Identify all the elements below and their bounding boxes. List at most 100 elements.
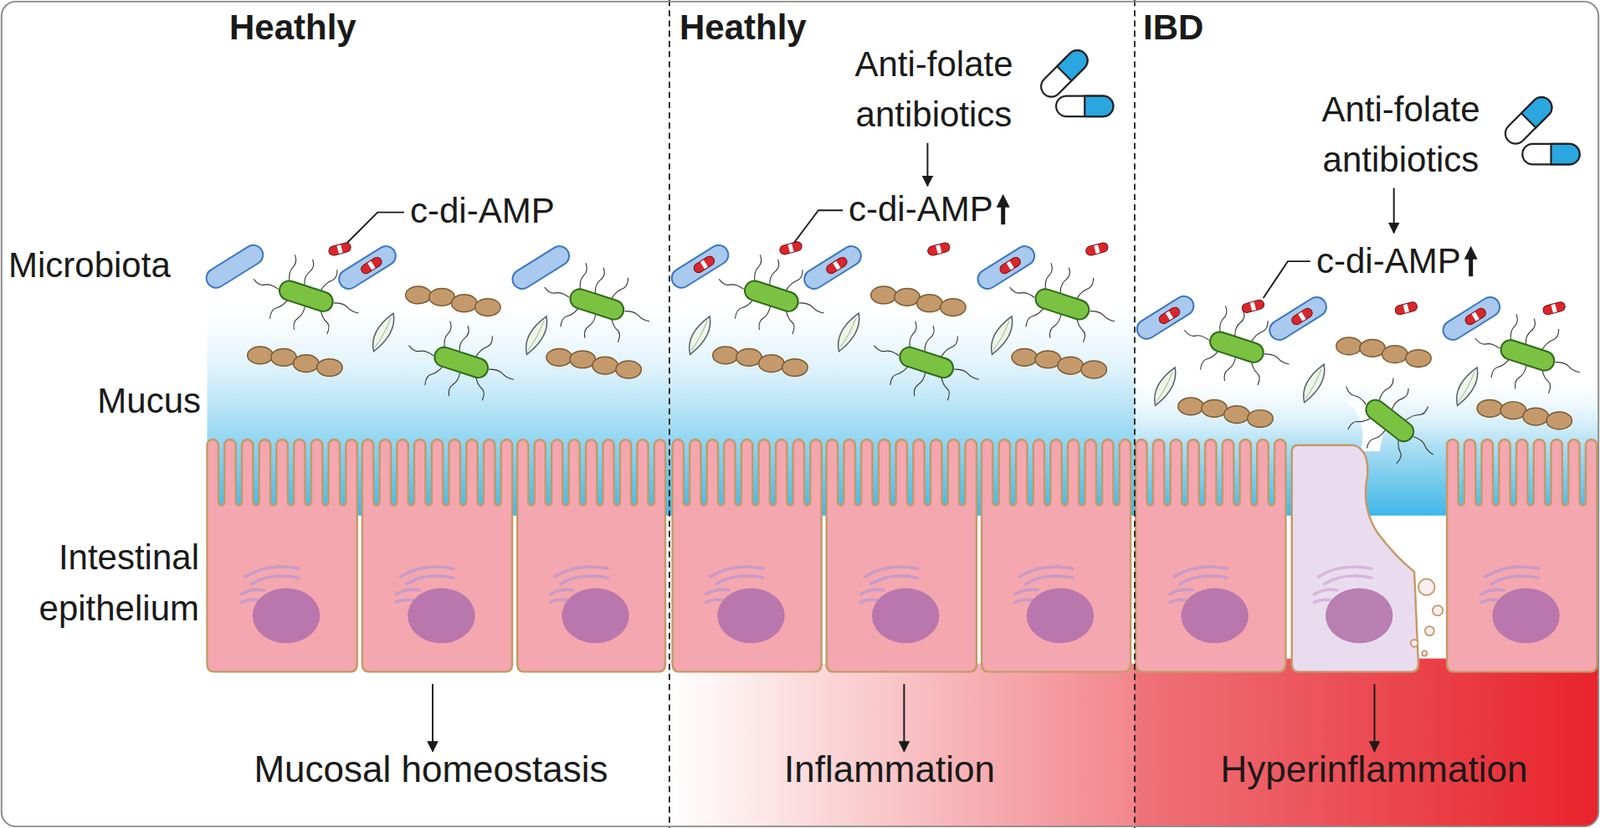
blue-bacterium: [1266, 293, 1330, 344]
leaf-bacterium: [683, 312, 717, 357]
layer-label: Intestinal epithelium: [0, 531, 200, 634]
flagellated-bacterium: [1324, 357, 1457, 483]
pill-icon: [1036, 46, 1093, 102]
svg-g: [202, 241, 1591, 483]
c-di-amp-molecule: [998, 255, 1023, 276]
panel-divider: [1133, 0, 1136, 828]
flagellated-bacterium: [1173, 295, 1301, 399]
leaf-bacterium: [985, 312, 1019, 357]
nucleus: [1492, 587, 1559, 643]
outcome-label: Inflammation: [784, 748, 995, 791]
cell-debris: [1418, 578, 1436, 595]
flagellated-bacterium: [707, 244, 836, 348]
coccus-chain: [871, 286, 966, 316]
c-di-amp-molecule: [1394, 301, 1419, 317]
pill-icon: [1056, 96, 1113, 117]
epithelial-cell: [1446, 439, 1597, 672]
panel-divider: [668, 0, 671, 828]
blue-bacterium: [667, 241, 732, 292]
coccus-chain: [712, 346, 808, 376]
leaf-bacterium: [520, 312, 554, 357]
drug-label: Anti-folate antibiotics: [820, 39, 1047, 140]
increase-arrow: [1000, 205, 1006, 225]
panel-heading: Heathly: [679, 7, 807, 48]
c-di-amp-molecule: [1084, 241, 1109, 257]
leader-line: [347, 212, 405, 244]
blue-bacterium: [508, 242, 573, 293]
epithelial-cell: [981, 439, 1131, 672]
blue-bacterium: [1439, 293, 1503, 344]
leaf-bacterium: [1451, 364, 1484, 408]
epithelial-cell: [207, 439, 358, 672]
coccus-chain: [405, 286, 501, 316]
coccus-chain: [1011, 348, 1107, 378]
c-di-amp-molecule: [1290, 306, 1315, 327]
leaf-bacterium: [367, 310, 400, 354]
pill-icon: [1522, 143, 1580, 165]
nucleus: [561, 587, 629, 643]
c-di-amp-molecule: [328, 241, 353, 257]
epithelial-cell: [1135, 439, 1286, 672]
increase-arrow: [1468, 257, 1473, 277]
down-arrow: [926, 143, 929, 186]
outcome-label: Hyperinflammation: [1220, 748, 1529, 791]
increase-arrow-head: [996, 194, 1011, 208]
nucleus: [871, 587, 939, 643]
blue-bacterium: [1133, 292, 1197, 343]
flagellated-bacterium: [242, 244, 370, 348]
c-di-amp-molecule: [1157, 305, 1182, 326]
cell-debris: [1421, 650, 1427, 656]
leaf-bacterium: [832, 310, 866, 354]
epithelial-cell: [826, 439, 977, 672]
coccus-chain: [247, 346, 343, 376]
blue-bacterium: [202, 241, 267, 292]
outcome-label: Mucosal homeostasis: [253, 748, 608, 791]
c-di-amp-molecule: [692, 254, 717, 275]
c-di-amp-molecule: [779, 241, 804, 257]
epithelial-cell: [362, 439, 513, 672]
epithelial-cell: [672, 439, 822, 672]
cell-debris: [1410, 639, 1419, 647]
panel-heading: Heathly: [229, 7, 357, 48]
inflammation-ground: [669, 663, 1135, 826]
down-arrow: [1393, 187, 1395, 233]
c-di-amp-molecule: [1241, 298, 1266, 314]
leader-line: [1263, 261, 1311, 298]
coccus-chain: [1476, 399, 1572, 429]
svg-g: [207, 439, 1598, 672]
increase-arrow-head: [1464, 246, 1478, 260]
flagellated-bacterium: [397, 310, 525, 414]
down-arrow: [902, 683, 905, 751]
flagellated-bacterium: [999, 251, 1127, 355]
leader-line: [794, 210, 844, 243]
nucleus: [407, 587, 475, 643]
c-di-amp-molecule: [1463, 306, 1488, 327]
hyperinflammation-ground: [1134, 658, 1599, 827]
coccus-chain: [1178, 397, 1273, 427]
flagellated-bacterium: [1464, 302, 1592, 406]
leaf-bacterium: [1148, 364, 1182, 408]
flagellated-bacterium: [533, 251, 662, 355]
c-di-amp-molecule: [1542, 301, 1567, 317]
blue-bacterium: [800, 242, 865, 293]
pill-icon: [1501, 92, 1557, 149]
coccus-chain: [1336, 337, 1431, 367]
cell-debris: [1425, 625, 1435, 636]
down-arrow: [1374, 683, 1376, 751]
drug-label: Anti-folate antibiotics: [1287, 84, 1514, 185]
molecule-label: c-di-AMP: [1316, 241, 1462, 282]
flagellated-bacterium: [862, 310, 990, 414]
coccus-chain: [546, 348, 642, 378]
blue-bacterium: [974, 242, 1038, 293]
cell-debris: [1432, 605, 1443, 616]
c-di-amp-molecule: [359, 255, 385, 276]
nucleus: [1325, 587, 1393, 643]
molecule-label: c-di-AMP: [848, 189, 994, 230]
c-di-amp-molecule: [825, 255, 850, 276]
epithelial-cell: [517, 439, 666, 672]
molecule-label: c-di-AMP: [410, 190, 555, 231]
down-arrow: [431, 683, 434, 751]
leaf-bacterium: [1297, 361, 1331, 406]
svg-g: [202, 46, 1599, 826]
